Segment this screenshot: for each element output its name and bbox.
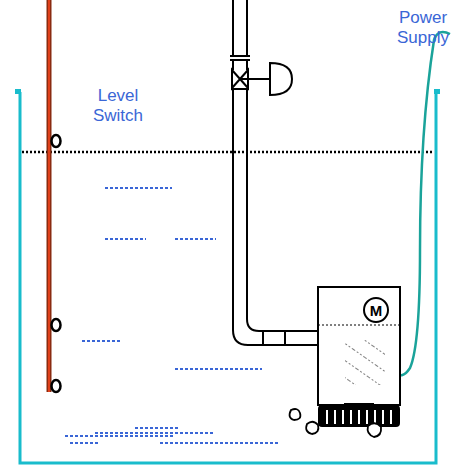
debris <box>290 409 382 437</box>
power-cable <box>396 32 450 375</box>
level-switch-label: Level Switch <box>78 86 158 126</box>
discharge-pipe <box>230 0 318 345</box>
level-switch <box>49 0 61 392</box>
valve <box>232 63 292 95</box>
motor-symbol-text: M <box>370 303 383 318</box>
tank <box>15 89 440 463</box>
pump <box>318 287 400 427</box>
strainer-slits <box>327 410 391 424</box>
water-level <box>22 151 434 154</box>
power-supply-label: Power Supply <box>397 8 449 48</box>
motor-circle: M <box>363 297 389 323</box>
